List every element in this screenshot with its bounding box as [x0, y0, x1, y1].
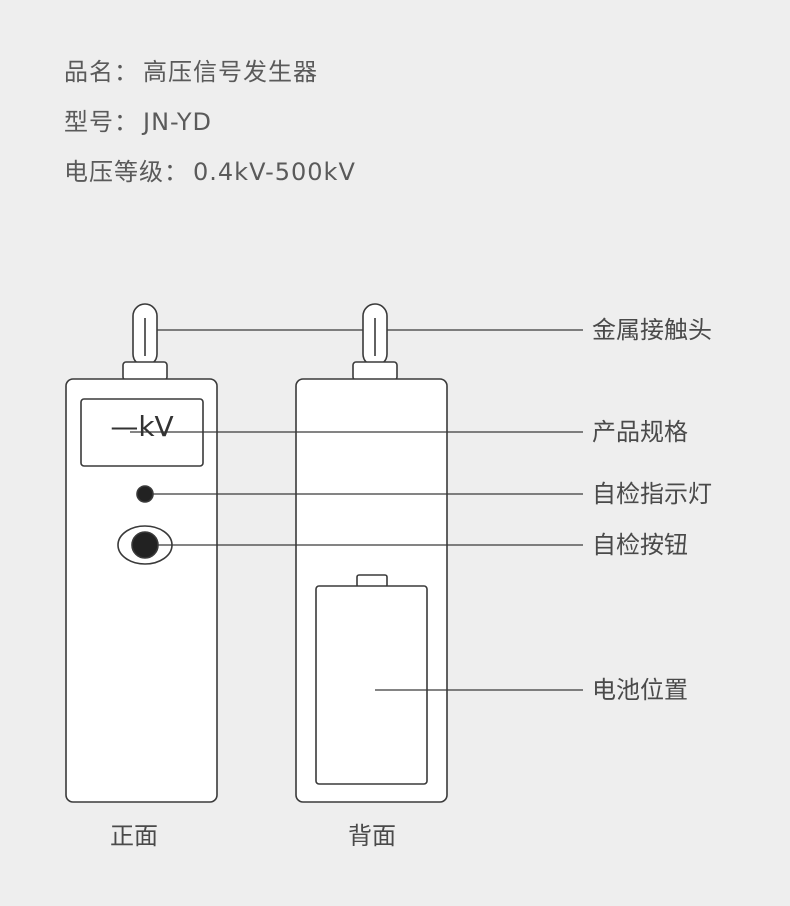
spec-model-value: JN-YD [143, 108, 212, 136]
spec-voltage: 电压等级：0.4kV-500kV [64, 152, 356, 187]
spec-model-label: 型号： [64, 108, 139, 136]
back-neck [352, 361, 398, 381]
callout-indicator-light: 自检指示灯 [592, 480, 712, 508]
callout-battery-position: 电池位置 [592, 676, 688, 704]
spec-voltage-label: 电压等级： [64, 158, 189, 186]
display-kv-text: —kV [110, 410, 174, 443]
indicator-light [136, 485, 154, 503]
caption-back: 背面 [348, 822, 396, 850]
back-device [295, 303, 448, 803]
spec-name-value: 高压信号发生器 [143, 58, 318, 86]
callout-product-spec: 产品规格 [592, 418, 688, 446]
spec-name-label: 品名： [64, 58, 139, 86]
front-neck [122, 361, 168, 381]
callout-metal-contact: 金属接触头 [592, 316, 712, 344]
battery-cover [315, 585, 428, 785]
spec-name: 品名：高压信号发生器 [64, 52, 318, 87]
callout-self-test-button: 自检按钮 [592, 531, 688, 559]
spec-voltage-value: 0.4kV-500kV [193, 158, 356, 186]
self-test-button [131, 531, 159, 559]
spec-model: 型号：JN-YD [64, 102, 212, 137]
caption-front: 正面 [110, 822, 158, 850]
front-device [65, 303, 218, 803]
front-body [65, 378, 218, 803]
